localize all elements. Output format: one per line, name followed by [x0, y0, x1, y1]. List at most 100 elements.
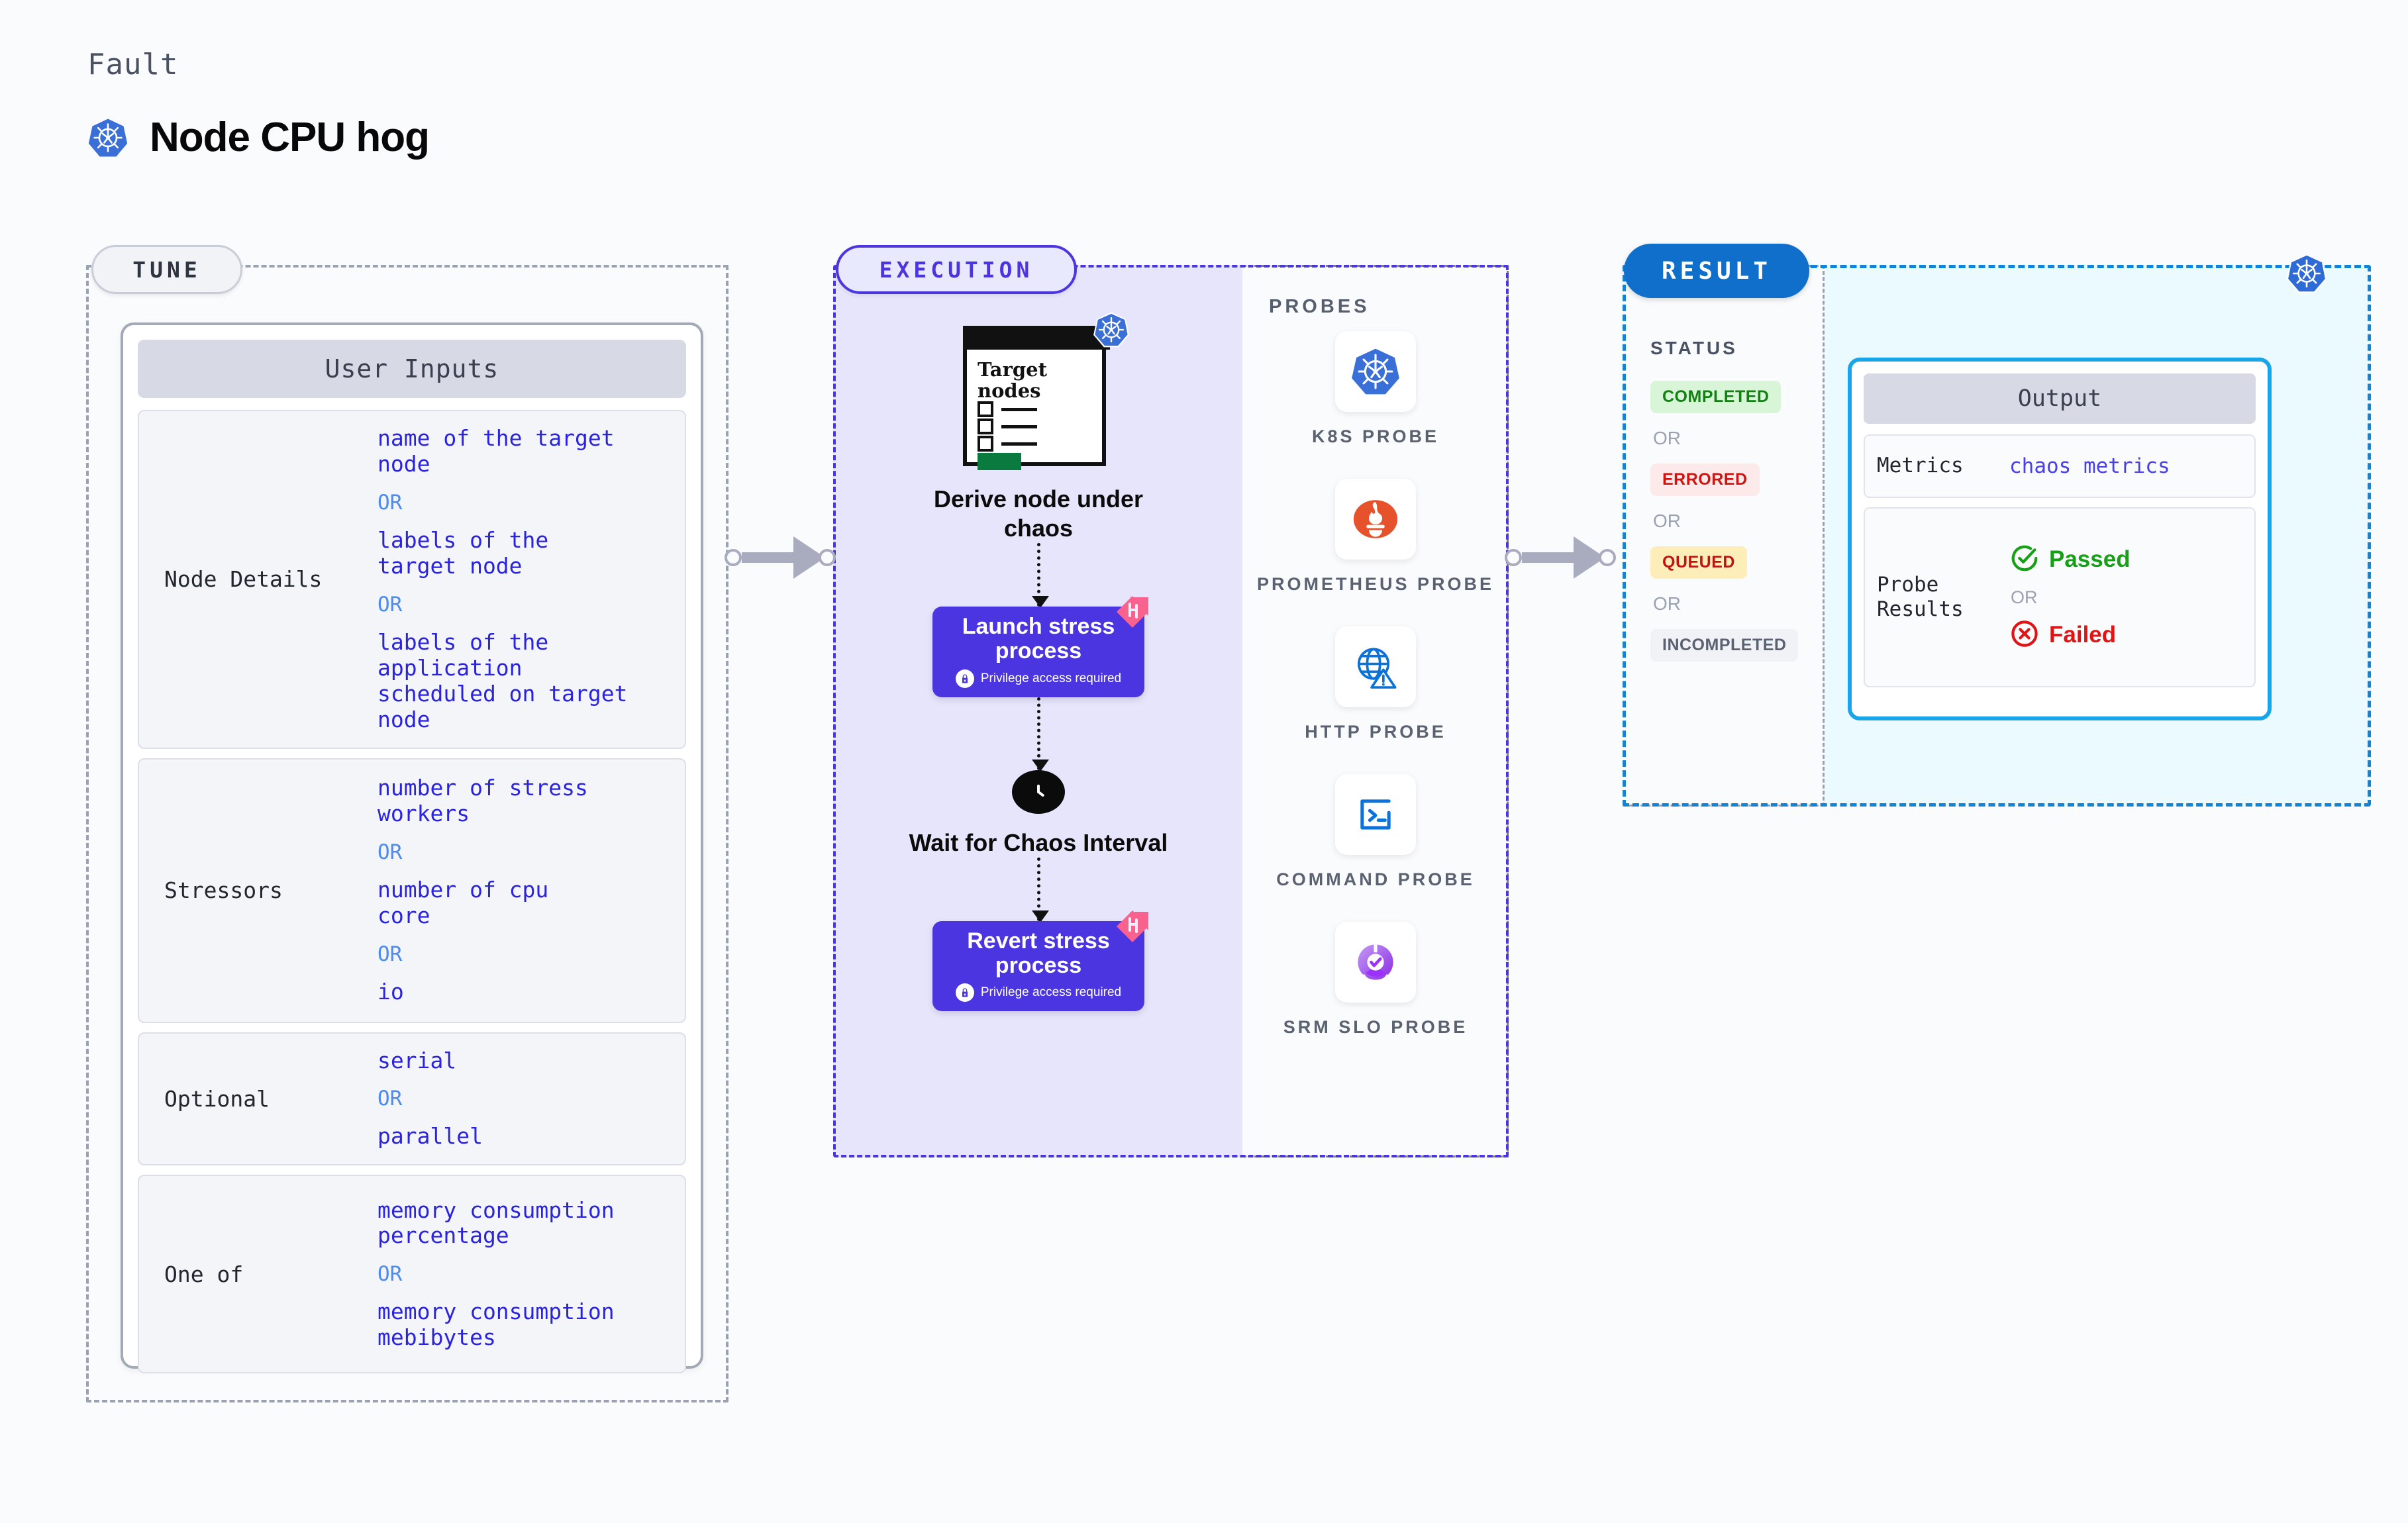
clock-icon [1012, 769, 1065, 814]
kubernetes-icon [1093, 311, 1130, 352]
output-row-probe-results: Probe Results Passed OR [1864, 507, 2256, 687]
probe-item-command[interactable]: COMMAND PROBE [1242, 774, 1509, 891]
probes-title: PROBES [1269, 296, 1370, 317]
tune-row-values: serial OR parallel [377, 1048, 672, 1150]
tune-row-label: Optional [164, 1085, 270, 1112]
output-row-label: Probe Results [1877, 572, 1964, 621]
status-title: STATUS [1650, 338, 1738, 358]
flow-connector [1031, 857, 1049, 922]
execution-container [833, 265, 1509, 1157]
status-list: COMPLETED OR ERRORED OR QUEUED OR INCOMP… [1650, 381, 1816, 662]
connector-execution-to-result [1505, 536, 1616, 579]
x-circle-icon [2009, 618, 2040, 652]
page-title-row: Node CPU hog [87, 114, 430, 161]
privilege-note-text: Privilege access required [980, 985, 1122, 1000]
step-label-wait: Wait for Chaos Interval [909, 828, 1168, 856]
step-label-derive: Derive node under chaos [933, 485, 1144, 542]
connector-tune-to-execution [725, 536, 836, 579]
checkbox-icon [978, 436, 993, 452]
tune-value: memory consumption mebibytes [377, 1299, 615, 1351]
tune-row-node-details: Node Details name of the target node OR … [138, 410, 686, 749]
tune-row-label: One of [164, 1261, 244, 1287]
privilege-note-text: Privilege access required [980, 671, 1122, 685]
failed-label: Failed [2049, 622, 2117, 648]
connector-shaft [742, 552, 793, 563]
target-nodes-window: Target nodes [963, 326, 1110, 470]
probe-label: K8S PROBE [1311, 426, 1440, 446]
fault-label: Fault [87, 48, 179, 81]
tune-row-values: name of the target node OR labels of the… [377, 425, 672, 733]
output-card: Output Metrics chaos metrics Probe Resul… [1848, 358, 2272, 720]
tune-value: parallel [377, 1123, 483, 1150]
tune-value: io [377, 978, 404, 1005]
connector-dot [725, 549, 742, 566]
output-row-values: Passed OR Failed [2009, 543, 2242, 652]
tune-value: labels of the target node [377, 526, 549, 579]
user-inputs-card: User Inputs Node Details name of the tar… [121, 322, 703, 1374]
probe-item-k8s[interactable]: K8S PROBE [1242, 331, 1509, 448]
tune-value: name of the target node [377, 425, 615, 477]
action-title: Launch stress process [962, 613, 1115, 664]
lock-icon [955, 669, 974, 688]
probe-result-passed: Passed [2009, 543, 2242, 577]
probe-item-http[interactable]: HTTP PROBE [1242, 626, 1509, 744]
list-line [1001, 425, 1037, 428]
tune-pill[interactable]: TUNE [91, 245, 242, 294]
output-row-values: chaos metrics [2009, 454, 2242, 478]
privilege-note: Privilege access required [955, 983, 1122, 1003]
target-nodes-title: Target nodes [978, 358, 1047, 403]
tune-row-one-of: One of memory consumption percentage OR … [138, 1175, 686, 1374]
status-badge-incompleted: INCOMPLETED [1650, 629, 1799, 662]
or-separator: OR [377, 840, 403, 865]
connector-dot [1599, 549, 1616, 566]
probe-item-srm-slo[interactable]: SRM SLO PROBE [1242, 922, 1509, 1039]
probe-label: PROMETHEUS PROBE [1256, 574, 1495, 595]
status-badge-queued: QUEUED [1650, 546, 1747, 579]
kubernetes-icon [1335, 331, 1416, 412]
output-row-metrics: Metrics chaos metrics [1864, 434, 2256, 498]
tune-container [86, 265, 728, 1402]
output-row-label: Metrics [1877, 454, 1964, 478]
probes-container [1242, 265, 1509, 1157]
connector-shaft [1522, 552, 1574, 563]
action-revert-stress-process[interactable]: Revert stress process Privilege access r… [932, 910, 1148, 1012]
status-column-container [1623, 265, 1825, 807]
or-separator: OR [377, 942, 403, 966]
or-separator: OR [1653, 593, 1681, 614]
connector-dot [1505, 549, 1522, 566]
action-launch-stress-process[interactable]: Launch stress process Privilege access r… [932, 595, 1148, 697]
or-separator: OR [377, 1262, 403, 1287]
harness-flag-icon [1114, 910, 1151, 946]
tune-row-stressors: Stressors number of stress workers OR nu… [138, 758, 686, 1023]
page-title: Node CPU hog [150, 115, 430, 160]
list-line [1001, 408, 1037, 411]
tune-row-optional: Optional serial OR parallel [138, 1032, 686, 1166]
user-inputs-header: User Inputs [138, 340, 686, 398]
flow-connector [1031, 542, 1049, 608]
or-separator: OR [1653, 511, 1681, 531]
status-badge-completed: COMPLETED [1650, 381, 1781, 413]
or-separator: OR [377, 592, 403, 616]
or-separator: OR [377, 490, 403, 515]
kubernetes-icon [2286, 253, 2327, 297]
probe-label: COMMAND PROBE [1276, 869, 1475, 890]
tune-value: memory consumption percentage [377, 1197, 615, 1249]
tune-value: labels of the application scheduled on t… [377, 628, 628, 732]
passed-label: Passed [2049, 546, 2131, 572]
or-separator: OR [377, 1087, 403, 1111]
result-pill[interactable]: RESULT [1624, 244, 1809, 298]
probe-item-prometheus[interactable]: PROMETHEUS PROBE [1242, 479, 1509, 596]
lock-icon [955, 983, 974, 1003]
prometheus-icon [1335, 479, 1416, 560]
probe-label: SRM SLO PROBE [1283, 1017, 1468, 1038]
execution-pill[interactable]: EXECUTION [836, 245, 1077, 294]
harness-flag-icon [1114, 595, 1151, 631]
tune-row-values: memory consumption percentage OR memory … [377, 1197, 672, 1351]
execution-flow: Target nodes [833, 285, 1244, 1012]
probe-label: HTTP PROBE [1305, 722, 1446, 742]
checkbox-icon [978, 418, 993, 434]
target-nodes-card: Target nodes [963, 312, 1129, 470]
probe-result-failed: Failed [2009, 618, 2242, 652]
srm-slo-icon [1335, 922, 1416, 1003]
or-separator: OR [1653, 428, 1681, 448]
